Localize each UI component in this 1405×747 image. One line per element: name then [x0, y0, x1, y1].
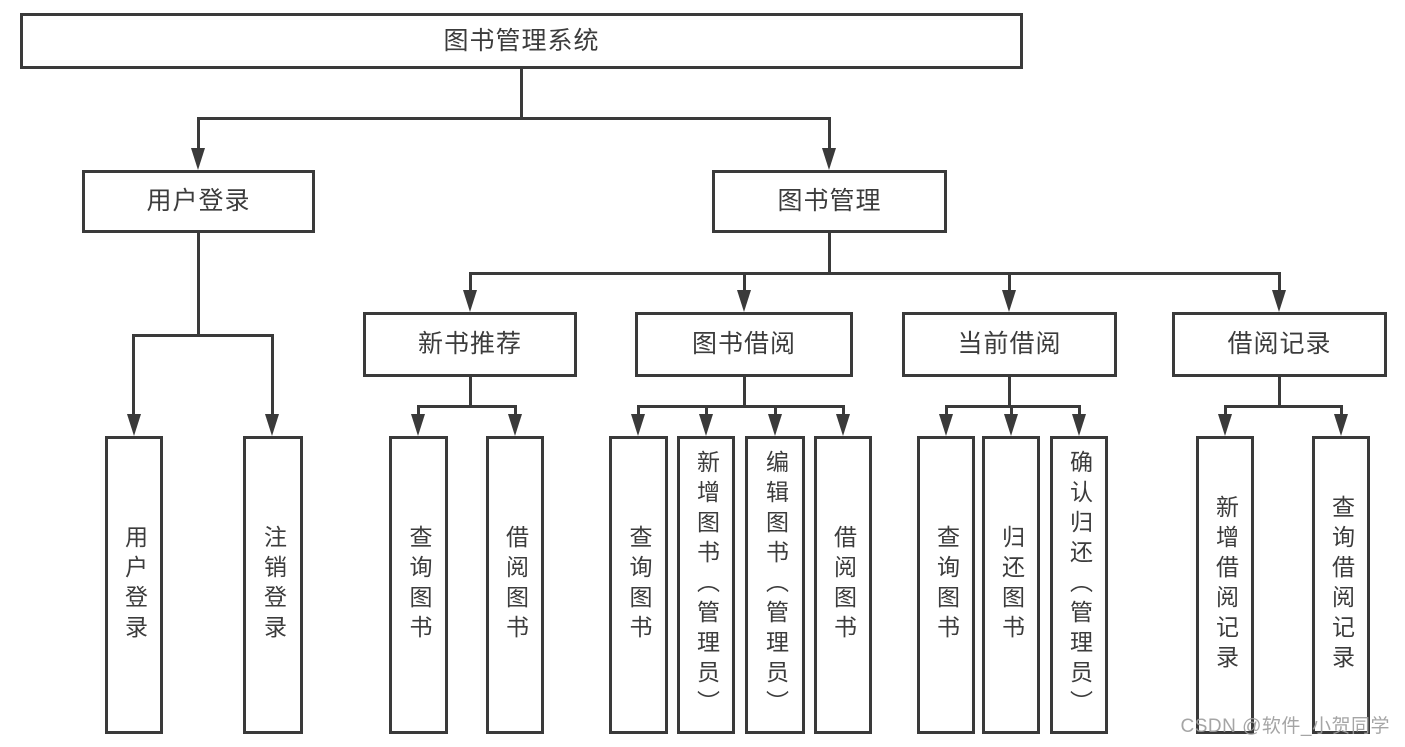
leaf-edit-book-admin: 编辑图书（管理员）: [745, 436, 805, 734]
connector-g5-a: [1224, 405, 1227, 419]
node-new-book-recommend: 新书推荐: [363, 312, 577, 377]
connector-level2-split: [197, 117, 831, 120]
connector-g2-a: [417, 405, 420, 419]
arrowhead-book-borrow: [737, 290, 751, 312]
arrowhead-g4-a: [939, 414, 953, 436]
leaf-add-borrow-record-label: 新增借阅记录: [1212, 495, 1239, 675]
connector-to-book-borrow: [743, 272, 746, 294]
connector-g2-b: [514, 405, 517, 419]
arrowhead-g2-b: [508, 414, 522, 436]
node-borrow-records: 借阅记录: [1172, 312, 1387, 377]
leaf-confirm-return-admin-label: 确认归还（管理员）: [1066, 450, 1093, 720]
connector-current-borrow-stub: [1008, 377, 1011, 408]
connector-book-borrow-stub: [743, 377, 746, 408]
arrowhead-g3-a: [631, 414, 645, 436]
arrowhead-current-borrow: [1002, 290, 1016, 312]
leaf-query-books-recommend-label: 查询图书: [406, 525, 432, 645]
connector-user-login-stub: [197, 233, 200, 337]
leaf-edit-book-admin-label: 编辑图书（管理员）: [762, 450, 789, 720]
leaf-add-borrow-record: 新增借阅记录: [1196, 436, 1254, 734]
connector-to-current-borrow: [1008, 272, 1011, 294]
watermark-csdn: CSDN @软件_小贺同学: [1180, 716, 1390, 737]
connector-g3-d: [842, 405, 845, 419]
arrowhead-g3-d: [836, 414, 850, 436]
leaf-user-login-label: 用户登录: [121, 525, 148, 645]
leaf-borrow-books-label: 借阅图书: [830, 525, 857, 645]
connector-g3-b: [705, 405, 708, 419]
arrowhead-borrow-records: [1272, 290, 1286, 312]
node-user-login-label: 用户登录: [146, 187, 251, 215]
arrowhead-user-login: [191, 148, 205, 170]
leaf-add-book-admin-label: 新增图书（管理员）: [693, 450, 720, 720]
connector-g4-b: [1010, 405, 1013, 419]
leaf-query-borrow-record: 查询借阅记录: [1312, 436, 1370, 734]
leaf-borrow-books: 借阅图书: [814, 436, 872, 734]
leaf-borrow-books-recommend-label: 借阅图书: [502, 525, 529, 645]
arrowhead-g4-b: [1004, 414, 1018, 436]
node-book-borrow: 图书借阅: [635, 312, 853, 377]
connector-level3-split: [469, 272, 1281, 275]
connector-g5-b: [1340, 405, 1343, 419]
connector-book-management-stub: [828, 233, 831, 275]
arrowhead-book-management: [822, 148, 836, 170]
node-user-login: 用户登录: [82, 170, 315, 233]
node-library-system: 图书管理系统: [20, 13, 1023, 69]
connector-to-leaf-user-login: [132, 334, 135, 418]
arrowhead-leaf-logout: [265, 414, 279, 436]
node-book-management: 图书管理: [712, 170, 947, 233]
leaf-return-book-label: 归还图书: [998, 525, 1025, 645]
leaf-borrow-books-recommend: 借阅图书: [486, 436, 544, 734]
arrowhead-new-book: [463, 290, 477, 312]
node-book-management-label: 图书管理: [777, 187, 882, 215]
node-library-system-label: 图书管理系统: [443, 26, 600, 55]
leaf-query-books-current-label: 查询图书: [933, 525, 960, 645]
connector-new-book-stub: [469, 377, 472, 408]
node-current-borrow: 当前借阅: [902, 312, 1117, 377]
arrowhead-leaf-user-login: [127, 414, 141, 436]
node-new-book-recommend-label: 新书推荐: [417, 330, 522, 358]
connector-borrow-records-stub: [1278, 377, 1281, 408]
node-borrow-records-label: 借阅记录: [1227, 330, 1332, 358]
arrowhead-g2-a: [411, 414, 425, 436]
arrowhead-g3-b: [699, 414, 713, 436]
node-book-borrow-label: 图书借阅: [691, 330, 796, 358]
leaf-logout-label: 注销登录: [260, 525, 287, 645]
leaf-query-books-borrow-label: 查询图书: [626, 525, 652, 645]
connector-root-stub: [520, 69, 523, 118]
connector-to-book-management: [828, 117, 831, 153]
arrowhead-g5-b: [1334, 414, 1348, 436]
leaf-query-books-recommend: 查询图书: [389, 436, 448, 734]
leaf-user-login: 用户登录: [105, 436, 163, 734]
connector-to-leaf-logout: [271, 334, 274, 418]
connector-to-borrow-records: [1278, 272, 1281, 294]
connector-book-borrow-split: [637, 405, 845, 408]
leaf-query-books-current: 查询图书: [917, 436, 975, 734]
leaf-return-book: 归还图书: [982, 436, 1040, 734]
connector-current-borrow-split: [945, 405, 1081, 408]
leaf-logout: 注销登录: [243, 436, 303, 734]
connector-user-login-split: [133, 334, 274, 337]
arrowhead-g4-c: [1072, 414, 1086, 436]
leaf-query-borrow-record-label: 查询借阅记录: [1328, 495, 1355, 675]
connector-to-new-book: [469, 272, 472, 294]
leaf-add-book-admin: 新增图书（管理员）: [677, 436, 735, 734]
arrowhead-g3-c: [768, 414, 782, 436]
arrowhead-g5-a: [1218, 414, 1232, 436]
node-current-borrow-label: 当前借阅: [957, 330, 1062, 358]
connector-borrow-records-split: [1224, 405, 1343, 408]
connector-to-user-login: [197, 117, 200, 153]
connector-g3-a: [637, 405, 640, 419]
connector-g3-c: [774, 405, 777, 419]
connector-g4-a: [945, 405, 948, 419]
connector-new-book-split: [417, 405, 517, 408]
connector-g4-c: [1078, 405, 1081, 419]
leaf-confirm-return-admin: 确认归还（管理员）: [1050, 436, 1108, 734]
leaf-query-books-borrow: 查询图书: [609, 436, 668, 734]
